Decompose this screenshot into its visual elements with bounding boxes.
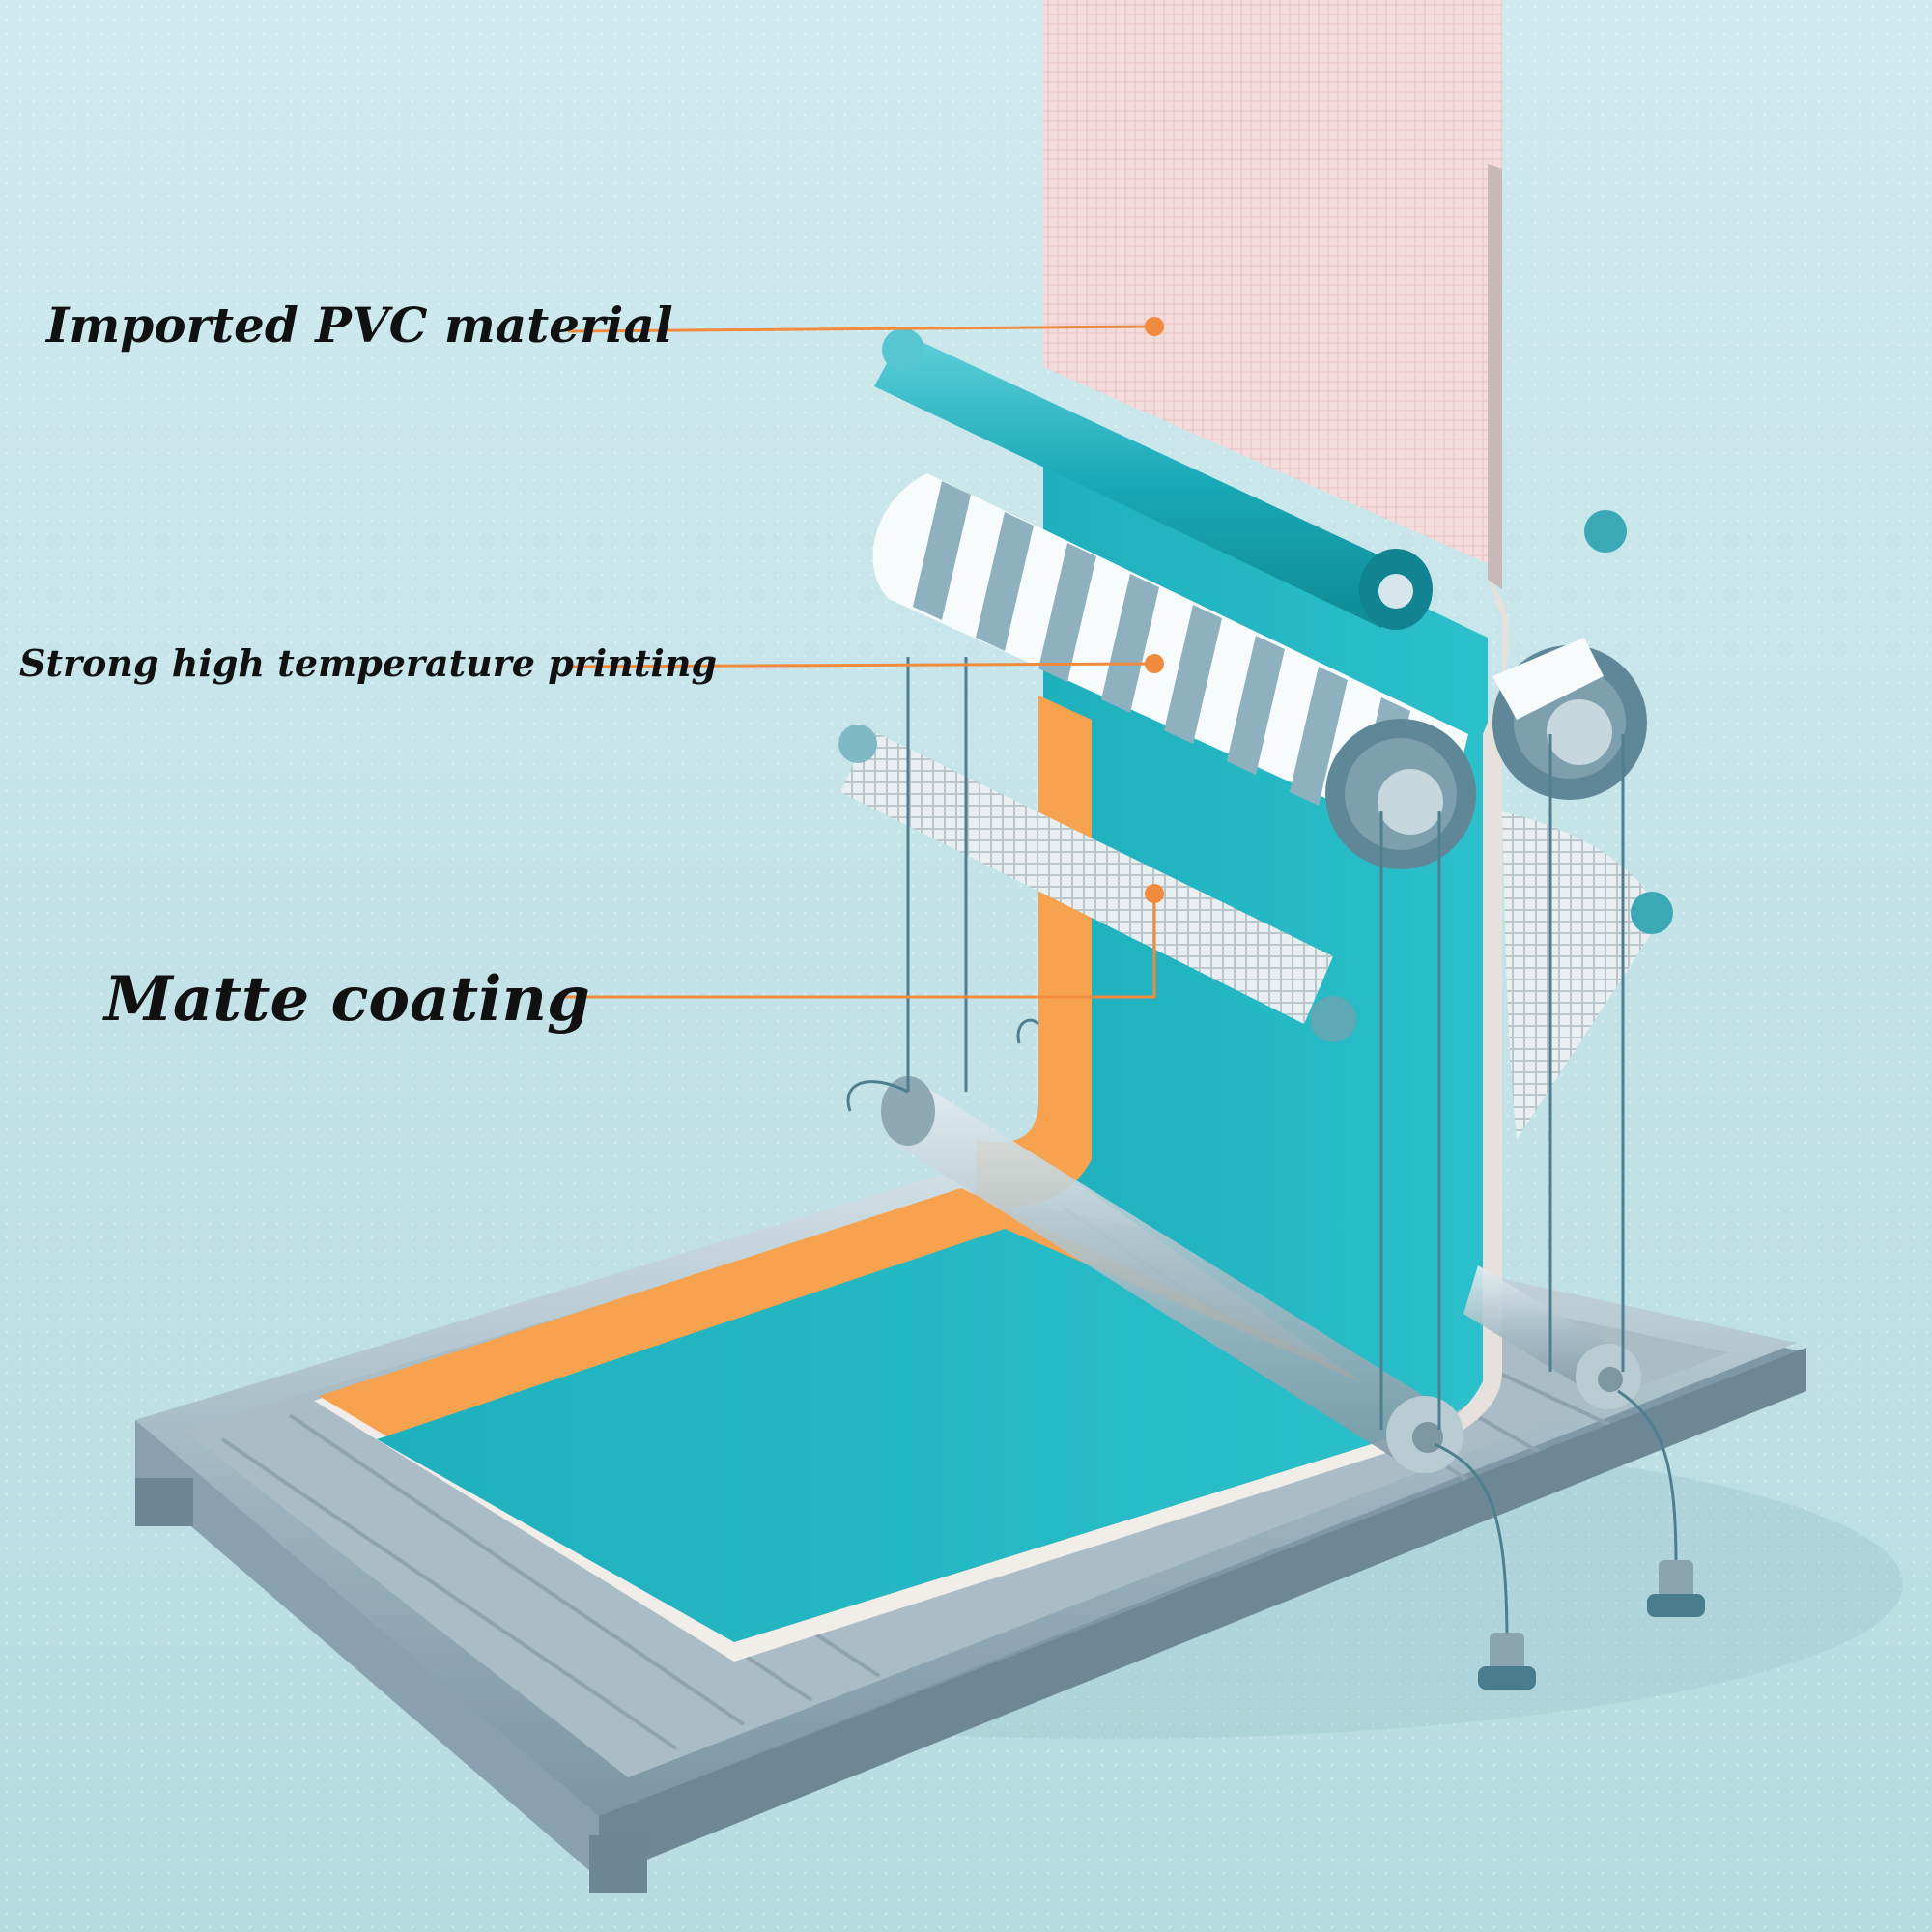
callout-dot-matte <box>1145 884 1164 903</box>
callout-dot-pvc <box>1145 317 1164 336</box>
callout-dot-printing <box>1145 654 1164 673</box>
callout-label-pvc: Imported PVC material <box>46 301 673 350</box>
callout-label-matte: Matte coating <box>104 969 590 1031</box>
callout-label-printing: Strong high temperature printing <box>19 645 717 682</box>
